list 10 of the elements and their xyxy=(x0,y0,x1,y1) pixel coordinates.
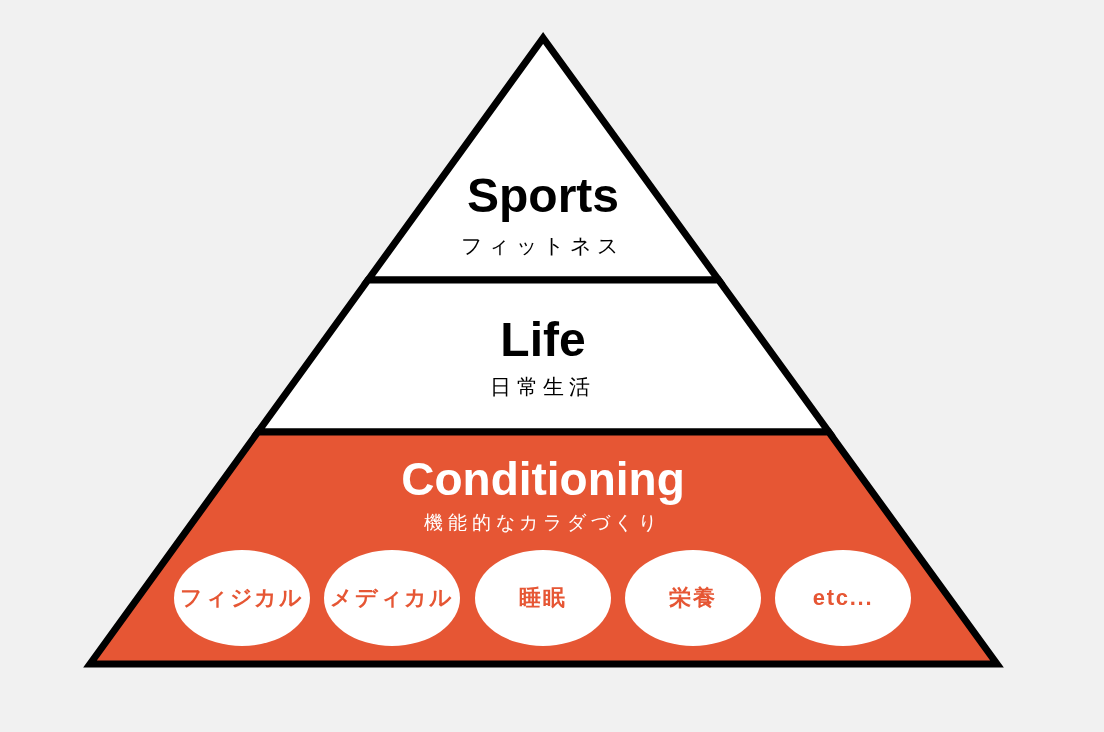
tier-title: Life xyxy=(500,316,586,364)
category-text: 栄養 xyxy=(669,584,717,612)
category-text: etc... xyxy=(812,585,874,611)
tier-subtitle: 機能的なカラダづくり xyxy=(424,513,662,532)
category-text: フィジカル xyxy=(180,584,304,612)
category-text: メディカル xyxy=(330,584,454,612)
category-text: 睡眠 xyxy=(519,584,567,612)
tier-title: Sports xyxy=(467,172,619,220)
tier-subtitle: 日常生活 xyxy=(490,376,596,397)
tier-subtitle: フィットネス xyxy=(461,235,625,256)
